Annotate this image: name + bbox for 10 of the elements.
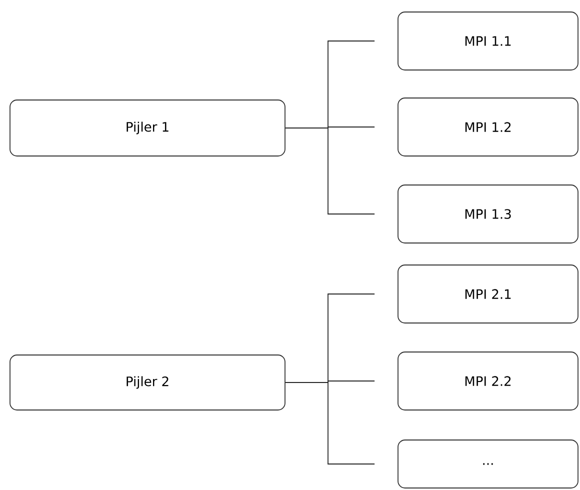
- process-box: ...: [398, 440, 578, 488]
- process-box: Pijler 1: [10, 100, 286, 156]
- process-box: MPI 2.1: [398, 264, 578, 324]
- process-box: MPI 1.2: [398, 98, 578, 156]
- connector: [285, 382, 375, 464]
- process-box: MPI 2.2: [398, 352, 578, 410]
- process-box: MPI 1.3: [398, 184, 578, 244]
- process-box: Pijler 2: [10, 354, 286, 410]
- connector: [285, 128, 375, 214]
- process-box: MPI 1.1: [398, 12, 578, 70]
